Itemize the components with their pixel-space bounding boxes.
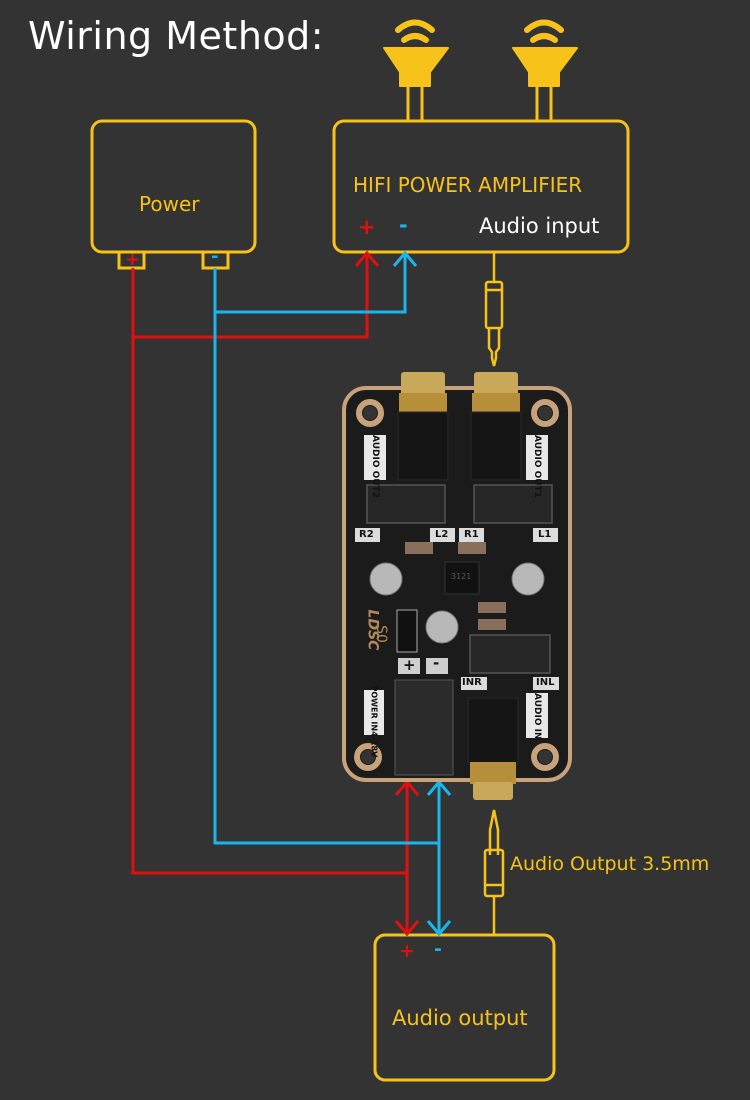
board-inl-label: INL xyxy=(536,677,555,688)
board-inr-label: INR xyxy=(462,677,482,688)
audio-output-label: Audio output xyxy=(392,1006,528,1030)
audio-jack-icon-bottom xyxy=(483,809,505,935)
positive-wire xyxy=(131,250,420,937)
audio-out2-jack xyxy=(397,372,449,481)
negative-wire xyxy=(213,250,452,937)
amplifier-minus-label: - xyxy=(399,213,408,237)
jack-label: Audio Output 3.5mm xyxy=(510,853,710,875)
audio-input-label: Audio input xyxy=(479,214,600,238)
board-plus-label: + xyxy=(403,656,416,674)
power-screw-terminal xyxy=(394,679,454,776)
board-l1-label: L1 xyxy=(538,529,552,540)
amplifier-label: HIFI POWER AMPLIFIER xyxy=(353,173,583,197)
board-audio-in-label: AUDIO IN xyxy=(532,693,542,740)
audio-in-jack xyxy=(467,697,519,800)
board-l2-label: L2 xyxy=(435,529,449,540)
amplifier-chip xyxy=(444,561,480,595)
power-box-label: Power xyxy=(139,192,200,216)
board-out2-label: AUDIO OUT2 xyxy=(370,435,380,498)
amplifier-plus-label: + xyxy=(358,215,376,239)
board-r1-label: R1 xyxy=(464,529,479,540)
audio-out1-jack xyxy=(470,372,522,481)
audio-splitter-board xyxy=(342,372,572,800)
board-power-label: POWER IN4-18V xyxy=(369,685,379,758)
board-minus-label: - xyxy=(433,654,440,672)
page-title: Wiring Method: xyxy=(28,14,325,58)
audio-jack-icon-top xyxy=(484,252,504,367)
output-minus-label: - xyxy=(434,938,442,960)
power-plus-label: + xyxy=(125,249,141,270)
output-box xyxy=(373,933,556,1082)
output-plus-label: + xyxy=(399,940,415,962)
board-chip-label: 3121 xyxy=(451,572,472,581)
power-box xyxy=(90,119,257,254)
power-minus-label: - xyxy=(211,246,219,267)
speaker-icon-left xyxy=(383,19,449,120)
speaker-icon-right xyxy=(512,19,578,120)
board-out1-label: AUDIO OUT1 xyxy=(532,435,542,498)
board-model-label: S0 xyxy=(372,625,389,643)
amplifier-box xyxy=(332,119,630,254)
board-r2-label: R2 xyxy=(359,529,374,540)
